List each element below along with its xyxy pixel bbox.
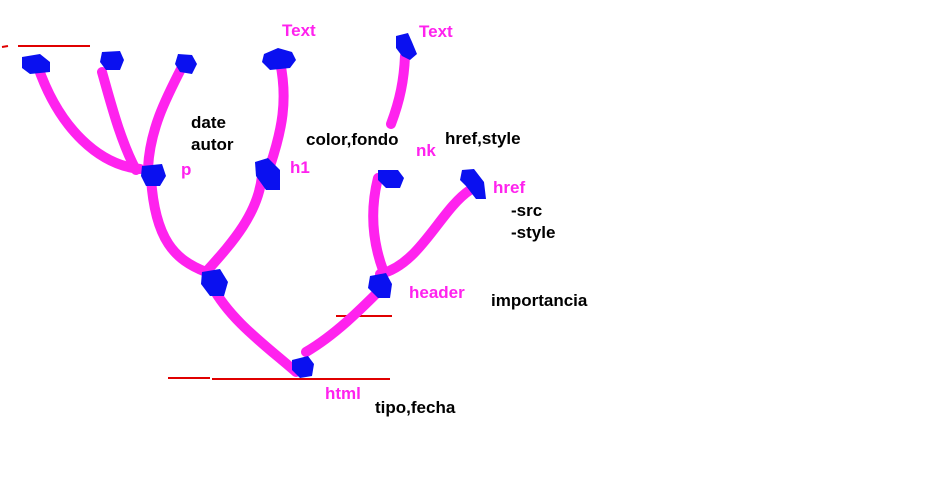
node-link	[378, 170, 404, 188]
attr-importancia: importancia	[491, 291, 588, 310]
branch-html-right	[301, 282, 388, 357]
node-leaf2	[100, 51, 124, 70]
node-text-right	[396, 33, 417, 60]
attr-src: -src	[511, 201, 543, 220]
branches	[33, 51, 475, 377]
attr-date: date	[191, 113, 226, 132]
node-h1	[255, 158, 280, 190]
node-mid	[201, 269, 228, 296]
text-label-right: Text	[419, 22, 453, 41]
nodes	[22, 33, 486, 378]
node-p	[141, 164, 166, 186]
node-text-left	[262, 48, 296, 70]
attr-color-fondo: color,fondo	[306, 130, 399, 149]
node-leaf1	[22, 54, 50, 74]
tag-label-html: html	[325, 384, 361, 403]
text-label-left: Text	[282, 21, 316, 40]
tag-label-p: p	[181, 160, 192, 179]
branch-mid-to-h1	[201, 171, 267, 277]
node-html	[292, 356, 314, 378]
tag-label-href: href	[493, 178, 526, 197]
branch-header-href	[375, 185, 475, 279]
attr-tipo-fecha: tipo,fecha	[375, 398, 456, 417]
branch-mid-to-p	[146, 173, 211, 277]
attr-style: -style	[511, 223, 556, 242]
branch-p-leaf1	[33, 62, 145, 174]
attr-href-style: href,style	[445, 129, 521, 148]
branch-html-left	[207, 281, 301, 377]
branch-p-leaf3	[143, 62, 187, 173]
tag-label-link: nk	[416, 141, 436, 160]
node-href	[460, 169, 486, 199]
branch-link-text	[386, 51, 410, 129]
branch-h1-text	[265, 57, 289, 171]
top-left-mark	[1, 45, 90, 48]
node-header	[368, 273, 392, 298]
tag-label-header: header	[409, 283, 465, 302]
branch-header-link	[368, 173, 388, 275]
attr-autor: autor	[191, 135, 234, 154]
underlines	[1, 45, 392, 380]
node-leaf3	[175, 54, 197, 74]
branch-p-leaf2	[97, 67, 141, 175]
tag-label-h1: h1	[290, 158, 310, 177]
